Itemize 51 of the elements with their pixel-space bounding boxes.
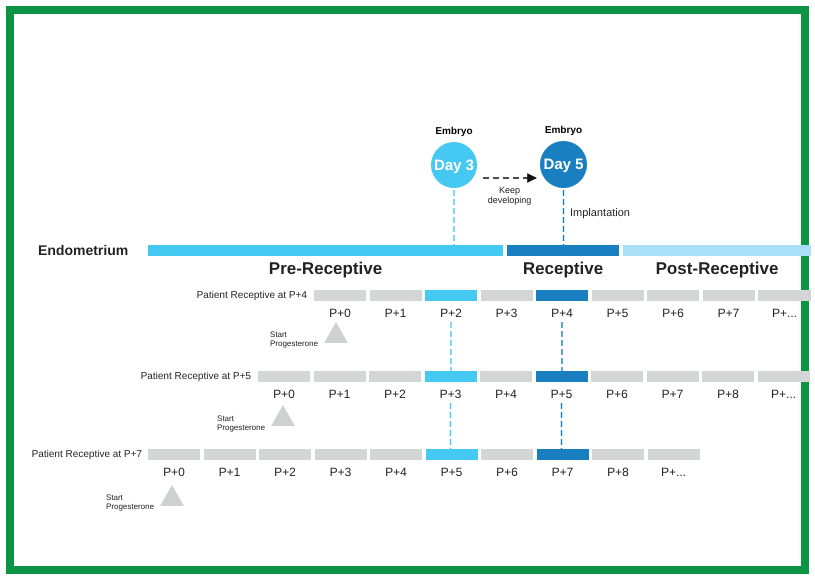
dashed-line [562,190,564,245]
row-label: Patient Receptive at P+4 [196,290,307,302]
day-label: P+4 [384,465,408,479]
day-label: P+... [770,387,797,401]
day-label: P+0 [162,465,186,479]
day-label: P+7 [550,465,574,479]
dashed-line [453,190,455,245]
note-label: Start Progesterone [270,330,320,348]
day-label: P+2 [273,465,297,479]
embryo-day-circle: Day 3 [431,142,477,188]
day-label: P+... [660,465,687,479]
day-label: P+3 [438,387,462,401]
day-label: P+7 [716,306,740,320]
dashed-arrow [483,173,537,183]
embryo-day-circle: Day 5 [540,141,587,188]
dashed-line [450,403,452,449]
dashed-line [450,322,452,371]
day-label: P+2 [383,387,407,401]
note-label: Start Progesterone [106,493,156,512]
day-label: P+1 [384,306,408,320]
dashed-line [560,403,562,449]
embryo-caption: Embryo [544,125,584,136]
row-label: Patient Receptive at P+5 [140,371,251,382]
row-label: Patient Receptive at P+7 [32,449,142,460]
day-label: P+4 [550,306,574,320]
day-label: P+6 [605,387,629,401]
day-label: P+1 [218,465,242,479]
day-label: P+3 [328,465,352,479]
day-label: P+0 [272,387,296,401]
dashed-line [561,322,563,371]
day-label: P+2 [439,306,463,320]
day-label: P+5 [606,306,630,320]
row-heading: Endometrium [38,242,128,258]
note-label: Start Progesterone [217,414,266,432]
day-label: P+3 [494,306,518,320]
phase-label: Receptive [522,259,604,279]
day-label: P+5 [550,387,574,401]
day-label: P+8 [716,387,740,401]
day-label: P+0 [328,306,352,320]
annotation-label: Implantation [570,207,630,220]
day-label: P+8 [606,465,630,479]
embryo-caption: Embryo [434,126,474,137]
day-label: P+... [770,306,798,320]
day-label: P+6 [661,306,685,320]
phase-label: Pre-Receptive [268,259,384,279]
day-label: P+1 [328,387,352,401]
day-label: P+5 [440,465,464,479]
day-label: P+6 [495,465,519,479]
phase-label: Post-Receptive [654,259,780,279]
day-label: P+7 [660,387,684,401]
day-label: P+4 [494,387,518,401]
